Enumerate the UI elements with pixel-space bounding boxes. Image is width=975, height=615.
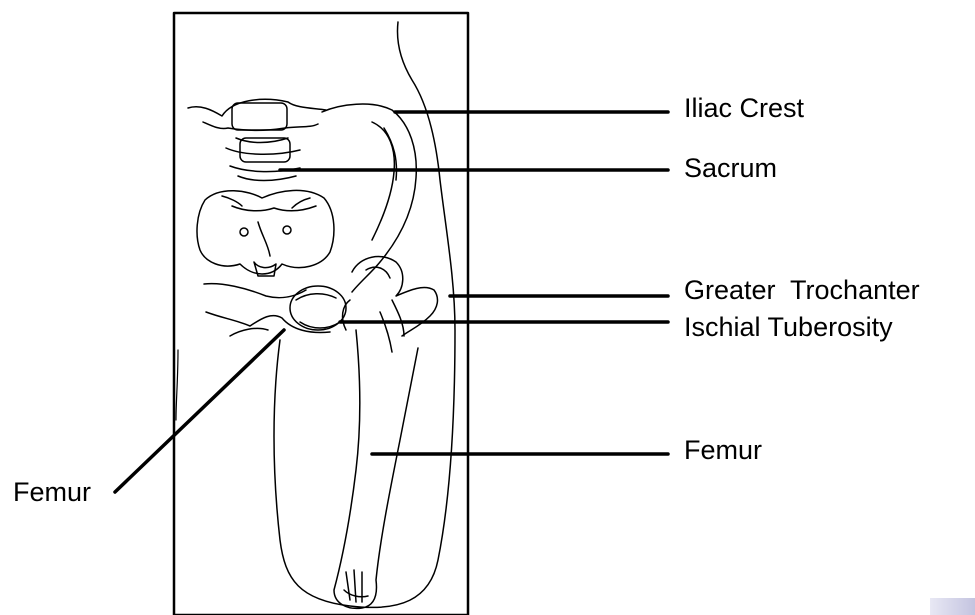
leader-lines xyxy=(115,112,668,492)
label-sacrum: Sacrum xyxy=(684,155,777,182)
femur-shaft xyxy=(334,330,418,608)
body-outline-left xyxy=(176,350,178,420)
pubis-ischium xyxy=(204,284,346,336)
label-femur-left: Femur xyxy=(13,479,91,506)
body-outline xyxy=(274,22,455,607)
label-femur-right: Femur xyxy=(684,437,762,464)
label-greater-trochanter: Greater Trochanter xyxy=(684,277,920,304)
corner-decoration xyxy=(930,598,975,615)
label-iliac-crest: Iliac Crest xyxy=(684,95,804,122)
ilium-bone xyxy=(322,104,416,292)
label-ischial-tuberosity: Ischial Tuberosity xyxy=(684,314,893,341)
sacrum-bone xyxy=(197,190,334,276)
femur-left-leader xyxy=(115,330,284,492)
